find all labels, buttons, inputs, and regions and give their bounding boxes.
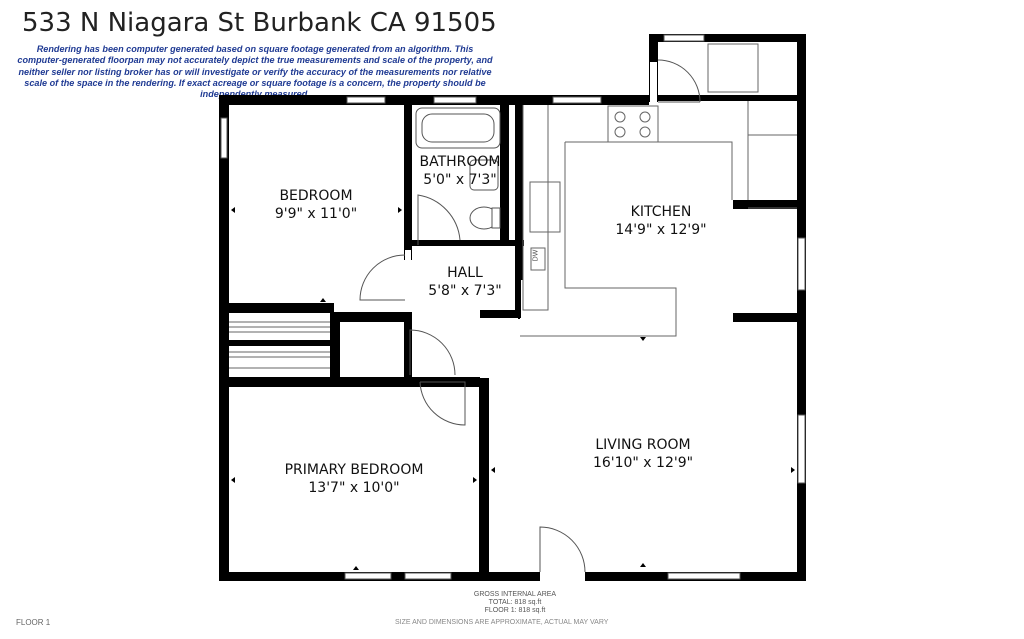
wall-bedroom-bottom-l [219,303,334,313]
doors [359,59,701,581]
windows [220,34,806,580]
wall-bottom [219,572,806,581]
wall-closet-box-right [404,312,412,382]
gross-area: GROSS INTERNAL AREA TOTAL: 818 sq.ft FLO… [440,591,590,615]
room-name: LIVING ROOM [595,437,691,453]
gross-area-heading: GROSS INTERNAL AREA [473,591,557,598]
wall-hall-step-v [515,280,521,318]
page-title: 533 N Niagara St Burbank CA 91505 [22,8,497,38]
approx-note: SIZE AND DIMENSIONS ARE APPROXIMATE, ACT… [395,619,609,626]
wall-bath-bottom [404,240,524,246]
room-dims: 13'7" x 10'0" [308,480,400,496]
window-bath-top [433,96,477,104]
door-swing-front [539,526,586,573]
room-dims: 14'9" x 12'9" [615,222,707,238]
window-living-right [797,414,806,484]
wall-bath-right2 [515,100,523,240]
wall-kitchen-stub2 [733,313,803,322]
floor-label: FLOOR 1 [16,618,51,627]
window-utility-top [663,34,705,42]
room-dims: 16'10" x 12'9" [592,455,694,471]
wall-primary-right [479,377,489,580]
counter-left [522,105,549,311]
wall-closet-mid [219,340,334,346]
door-swing-utility [657,59,701,103]
room-name: HALL [447,265,483,281]
kitchen-sink [529,181,561,233]
bathroom-fixtures [415,107,501,230]
dishwasher-label: DW [532,249,540,262]
gross-area-floor1: FLOOR 1: 818 sq.ft [484,607,546,614]
window-primary-bottom-2 [404,572,452,580]
wall-closet-box-top [330,312,412,322]
door-gap-front [540,572,585,581]
door-gap-bedroom [405,250,411,300]
room-name: KITCHEN [630,204,692,220]
counter-right [747,101,797,209]
stove [607,105,659,143]
room-dims: 9'9" x 11'0" [274,206,358,222]
walls [219,34,806,581]
room-label-primary: PRIMARY BEDROOM 13'7" x 10'0" [268,461,440,497]
door-swing-bath [417,194,461,245]
wall-hall-step [480,310,520,319]
room-name: BEDROOM [279,188,353,204]
sink [469,159,499,191]
wall-bath-right [500,100,509,240]
markers [231,100,795,570]
gross-area-total: TOTAL: 818 sq.ft [488,599,542,606]
closet-shelves [229,321,330,369]
door-swing-bedroom [359,254,406,301]
window-kitchen-top [552,96,602,104]
wall-utility-top [649,34,806,42]
room-label-living: LIVING ROOM 16'10" x 12'9" [573,436,713,472]
wall-primary-top [219,377,489,387]
wall-bedroom-right [404,100,412,250]
door-swing-closet [409,329,456,376]
door-gap-hall [480,318,518,378]
window-kitchen-right [797,237,806,291]
disclaimer-text: Rendering has been computer generated ba… [17,44,493,100]
room-name: BATHROOM [419,154,501,170]
wall-closet-box-left [330,312,340,382]
room-dims: 5'0" x 7'3" [423,172,497,188]
washer-dryer [707,43,759,93]
wall-hall-right [515,240,523,280]
island [520,141,733,337]
wall-left-upper [219,95,229,580]
window-bedroom-left [220,117,228,159]
room-label-kitchen: KITCHEN 14'9" x 12'9" [593,203,729,239]
door-gap-utility [650,62,657,102]
room-label-bedroom: BEDROOM 9'9" x 11'0" [256,187,376,223]
room-dims: 5'8" x 7'3" [428,283,502,299]
wall-right [797,34,806,580]
window-living-bottom [667,572,741,580]
room-name: PRIMARY BEDROOM [284,462,424,478]
window-primary-bottom-1 [344,572,392,580]
kitchen-fixtures [520,43,797,337]
window-bedroom-top [346,96,386,104]
wall-kitchen-stub1 [733,200,803,209]
wall-top-right [649,95,806,101]
room-label-hall: HALL 5'8" x 7'3" [410,264,520,300]
room-label-bathroom: BATHROOM 5'0" x 7'3" [412,153,508,189]
door-swing-primary [419,381,466,426]
